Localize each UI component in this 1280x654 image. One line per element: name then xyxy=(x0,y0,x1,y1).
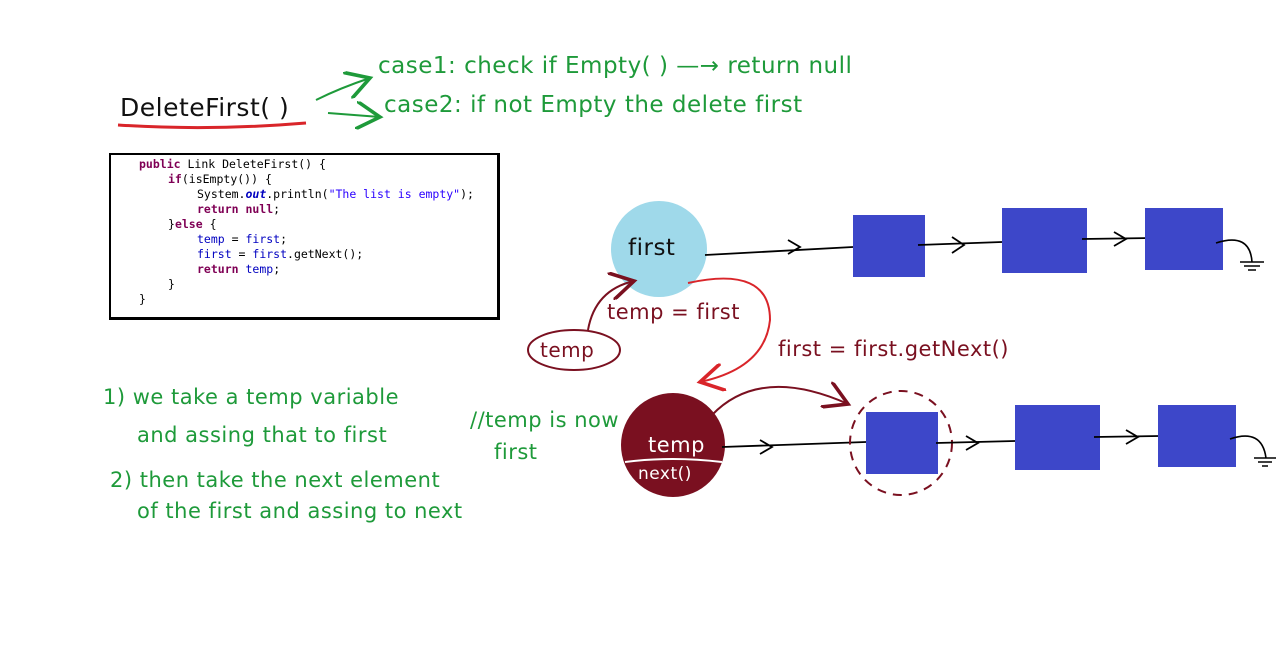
red-curve-arrow xyxy=(687,277,772,382)
code-line-7: first = first.getNext(); xyxy=(197,247,364,261)
null-ground-top xyxy=(1215,239,1264,271)
temp-circle xyxy=(621,393,725,497)
bottom-node-1 xyxy=(866,412,938,474)
top-node-1 xyxy=(853,215,925,277)
case2-arrow xyxy=(327,113,380,117)
note-step2-line2: of the first and assing to next xyxy=(137,499,463,523)
null-ground-bottom xyxy=(1229,435,1276,467)
note-step1-line1: 1) we take a temp variable xyxy=(103,385,399,409)
page-title: DeleteFirst( ) xyxy=(120,93,290,122)
temp-note-line2: first xyxy=(494,440,538,464)
maroon-curve-arrow xyxy=(711,387,848,416)
code-line-9: } xyxy=(168,277,175,291)
temp-note-line1: //temp is now xyxy=(470,408,620,432)
link-bottom-2-3 xyxy=(1093,435,1161,438)
arrowhead-2 xyxy=(951,236,966,254)
code-line-2: if(isEmpty()) { xyxy=(168,172,272,186)
arrowhead-4 xyxy=(759,439,774,455)
arrowhead-3 xyxy=(1113,231,1128,247)
temp-divider xyxy=(624,458,723,463)
code-snippet: public Link DeleteFirst() { if(isEmpty()… xyxy=(109,153,500,320)
temp-ellipse xyxy=(527,329,621,371)
code-line-4: return null; xyxy=(197,202,281,216)
code-line-8: return temp; xyxy=(197,262,281,276)
title-underline xyxy=(117,121,307,130)
bottom-node-3 xyxy=(1158,405,1236,467)
link-first-to-node1 xyxy=(704,246,854,256)
note-step1-line2: and assing that to first xyxy=(137,423,388,447)
code-line-1: public Link DeleteFirst() { xyxy=(139,157,326,171)
case2-text: case2: if not Empty the delete first xyxy=(384,92,803,118)
code-line-3: System.out.println("The list is empty"); xyxy=(197,187,474,201)
arrowhead-5 xyxy=(965,435,980,451)
next-circle-label: next() xyxy=(638,464,692,484)
temp-ellipse-label: temp xyxy=(540,338,595,362)
code-line-6: temp = first; xyxy=(197,232,288,246)
code-line-5: }else { xyxy=(168,217,217,231)
top-node-3 xyxy=(1145,208,1223,270)
case1-text: case1: check if Empty( ) —→ return null xyxy=(378,53,853,79)
arrowhead-6 xyxy=(1125,429,1140,445)
link-top-1-2 xyxy=(917,241,1003,246)
assign-temp-label: temp = first xyxy=(607,300,740,324)
first-circle-label: first xyxy=(628,235,676,261)
link-temp-to-node1 xyxy=(721,441,867,448)
assign-first-label: first = first.getNext() xyxy=(778,337,1009,361)
top-node-2 xyxy=(1002,208,1087,273)
note-step2-line1: 2) then take the next element xyxy=(110,468,441,492)
arrowhead-1 xyxy=(787,239,802,255)
case1-arrow xyxy=(315,78,370,101)
bottom-node-2 xyxy=(1015,405,1100,470)
code-line-10: } xyxy=(139,292,146,306)
link-top-2-3 xyxy=(1081,237,1151,240)
temp-circle-label: temp xyxy=(648,433,705,457)
temp-to-first-arrow xyxy=(587,281,634,331)
